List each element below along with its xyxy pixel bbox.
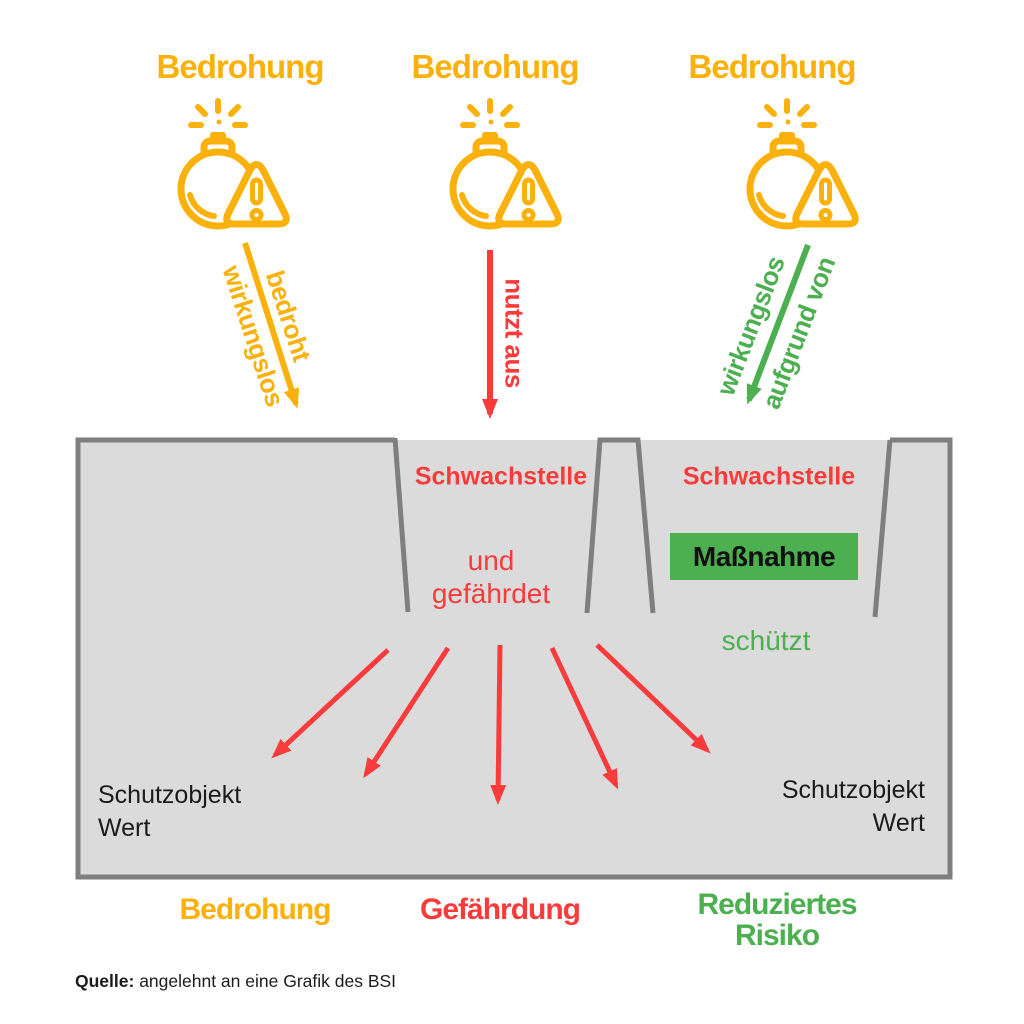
arrow-endangers-2 — [363, 646, 451, 779]
arrow-endangers-4 — [549, 646, 619, 790]
threat-header-left: Bedrohung — [156, 48, 325, 85]
schutzobjekt-left-line1: Schutzobjekt — [98, 781, 242, 809]
bomb-warning-icon — [181, 101, 286, 226]
threat-header-right: Bedrohung — [688, 48, 857, 85]
footer-label-reduziertes-risiko: Reduziertes Risiko — [697, 888, 857, 952]
schutzobjekt-right: Schutzobjekt Wert — [782, 774, 925, 840]
massnahme-box: Maßnahme — [670, 533, 858, 580]
wall-outline — [75, 437, 953, 880]
arrow-blocked-by-measure — [746, 243, 811, 405]
wall-crack-left — [392, 437, 411, 613]
schwachstelle-label-right: Schwachstelle — [682, 462, 856, 491]
footer-label-gefaehrdung: Gefährdung — [420, 893, 581, 926]
arrow-endangers-3 — [490, 644, 507, 805]
source-note: Quelle: angelehnt an eine Grafik des BSI — [75, 971, 396, 992]
bomb-warning-icon — [453, 101, 558, 226]
und-gefaehrdet-label: und gefährdet — [431, 545, 551, 609]
schutzobjekt-right-line1: Schutzobjekt — [781, 776, 925, 804]
schwachstelle-label-left: Schwachstelle — [414, 462, 588, 491]
schuetzt-label: schützt — [721, 625, 811, 656]
bomb-warning-icon — [750, 101, 855, 226]
schutzobjekt-right-line2: Wert — [872, 809, 925, 837]
arrow-label-nutzt-aus: nutzt aus — [499, 278, 530, 388]
wall-pillar — [584, 437, 656, 614]
arrow-endangers-5 — [595, 643, 711, 754]
arrow-endangers-1 — [271, 648, 390, 759]
source-text: angelehnt an eine Grafik des BSI — [134, 971, 397, 991]
threat-header-middle: Bedrohung — [411, 48, 580, 85]
footer-label-bedrohung: Bedrohung — [179, 893, 332, 926]
protected-area-box — [78, 440, 950, 877]
arrow-threat-ineffective — [242, 242, 300, 409]
schutzobjekt-left: Schutzobjekt Wert — [98, 779, 241, 845]
schutzobjekt-left-line2: Wert — [98, 814, 151, 842]
wall-crack-right — [872, 439, 893, 618]
source-prefix: Quelle: — [75, 971, 135, 991]
